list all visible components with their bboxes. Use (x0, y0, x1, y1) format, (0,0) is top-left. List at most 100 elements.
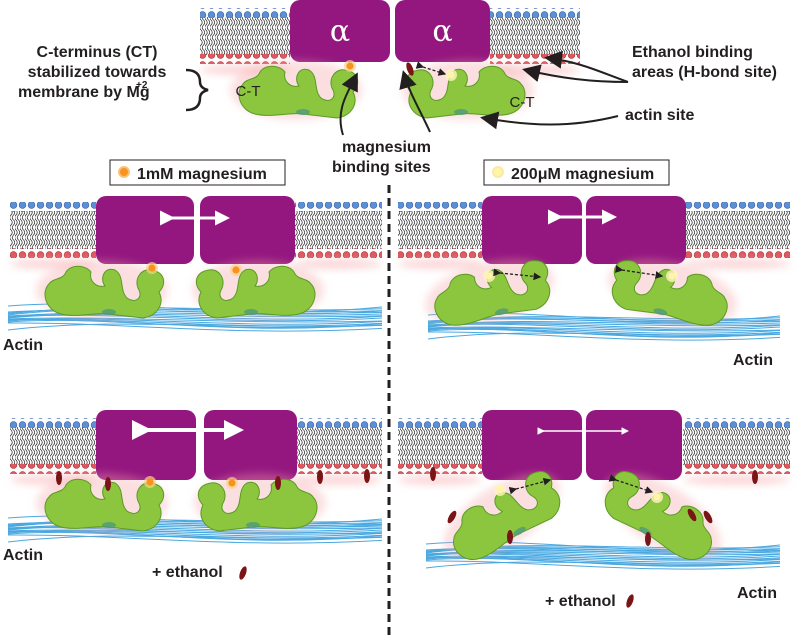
actin-filament (7, 313, 383, 318)
lipid-tails (10, 211, 96, 249)
lipid-heads-inner (398, 248, 482, 258)
alpha-subunit (204, 410, 297, 480)
ethanol-molecule (105, 477, 111, 491)
actin-site-mark (454, 109, 468, 115)
alpha-subunit (586, 410, 682, 480)
alpha-subunit-body (96, 196, 194, 264)
ct-domain (36, 473, 168, 533)
actin-filament (427, 326, 781, 332)
lipid-tails (200, 17, 290, 55)
lipid-heads-outer (398, 418, 482, 428)
actin-label: Actin (737, 585, 777, 602)
mg-sites-line1: magnesium (342, 139, 431, 156)
alpha-subunit (96, 196, 194, 264)
actin-filaments (7, 303, 383, 332)
lipid-tails (398, 427, 482, 465)
alpha-subunit: α (290, 0, 390, 62)
membrane-glow (398, 259, 482, 269)
mg-distance-arrow (614, 265, 664, 279)
lipid-tails (398, 211, 482, 249)
mg-ion-1mM (232, 266, 240, 274)
actin-site-label: actin site (625, 107, 694, 124)
pointer-arrow (544, 50, 629, 83)
lipid-tails (685, 211, 790, 249)
lipid-tails (490, 17, 580, 55)
alpha-subunit (200, 196, 295, 264)
actin-filament (427, 331, 781, 341)
ethanol-molecule (430, 467, 436, 481)
alpha-subunit-body (290, 0, 390, 62)
pointer-arrow-layer (339, 50, 629, 136)
mg-distance-arrow (508, 477, 552, 495)
mg-ion-200uM (496, 486, 504, 494)
ct-domain (402, 60, 534, 120)
lipid-heads-inner (490, 54, 580, 64)
actin-filament (7, 535, 383, 543)
mg-ion-1mM (346, 62, 354, 70)
mg-sites-line2: binding sites (332, 159, 431, 176)
ct-note-brace (185, 68, 209, 112)
ct-note-superscript: +2 (136, 80, 148, 91)
actin-site-mark (102, 522, 116, 528)
ct-note-line3: membrane by Mg (18, 84, 150, 101)
label-group: C-terminus (CT) stabilized towards membr… (3, 44, 777, 610)
alpha-subunit (96, 410, 196, 480)
actin-label: Actin (733, 352, 773, 369)
alpha-subunit-body (586, 410, 682, 480)
lipid-heads-inner (398, 464, 482, 474)
alpha-subunit-body (395, 0, 490, 62)
lipid-heads-outer (10, 418, 96, 428)
mg-ion-200uM (485, 272, 493, 280)
alpha-label: α (330, 14, 350, 49)
actin-filament (7, 314, 383, 322)
ethanol-molecule (645, 532, 651, 546)
lipid-bilayer (398, 202, 482, 269)
mg-ion-1mM (146, 478, 154, 486)
lipid-bilayer (398, 418, 482, 485)
legend-200uM: 200μM magnesium (483, 159, 670, 186)
mg-200uM-legend-icon (492, 166, 504, 178)
plus-ethanol-label: + ethanol (152, 564, 223, 581)
alpha-subunit (482, 410, 582, 480)
actin-site-mark (102, 309, 116, 315)
ethanol-molecule (507, 530, 513, 544)
alpha-subunit-body (482, 196, 582, 264)
pointer-arrow (339, 72, 358, 136)
actin-filament (7, 322, 383, 332)
alpha-subunit-body (586, 196, 686, 264)
ethanol-molecule (56, 471, 62, 485)
actin-filament (7, 317, 383, 323)
lipid-bilayer (295, 202, 382, 269)
mg-distance-arrow (415, 61, 447, 76)
ct-note-line1: C-terminus (CT) (37, 44, 158, 61)
lipid-heads-inner (683, 464, 790, 474)
actin-filament (425, 560, 781, 570)
lipid-tails (10, 427, 96, 465)
actin-site-mark (513, 526, 526, 536)
membrane-glow (685, 259, 790, 269)
actin-filament (7, 527, 383, 535)
alpha-label: α (432, 14, 452, 49)
lipid-heads-outer (10, 202, 96, 212)
actin-site-mark (296, 109, 310, 115)
ethanol-molecule (364, 469, 370, 483)
pointer-arrow (399, 70, 431, 133)
lipid-bilayer (683, 418, 790, 485)
membrane-glow (295, 259, 382, 269)
mg-1mM-legend-icon (118, 166, 130, 178)
alpha-subunit-body (96, 410, 196, 480)
mg-ion-200uM (447, 71, 455, 79)
lipid-bilayer (685, 202, 790, 269)
legend-200uM-label: 200μM magnesium (511, 166, 654, 183)
alpha-subunit-body (204, 410, 297, 480)
lipid-tails (295, 211, 382, 249)
lipid-heads-outer (296, 418, 382, 428)
ethanol-molecule (239, 566, 247, 580)
membrane-glow (683, 475, 790, 485)
lipid-heads-outer (490, 8, 580, 18)
actin-filament (7, 323, 383, 331)
mg-ion-200uM (668, 272, 676, 280)
mg-ion-1mM (148, 264, 156, 272)
